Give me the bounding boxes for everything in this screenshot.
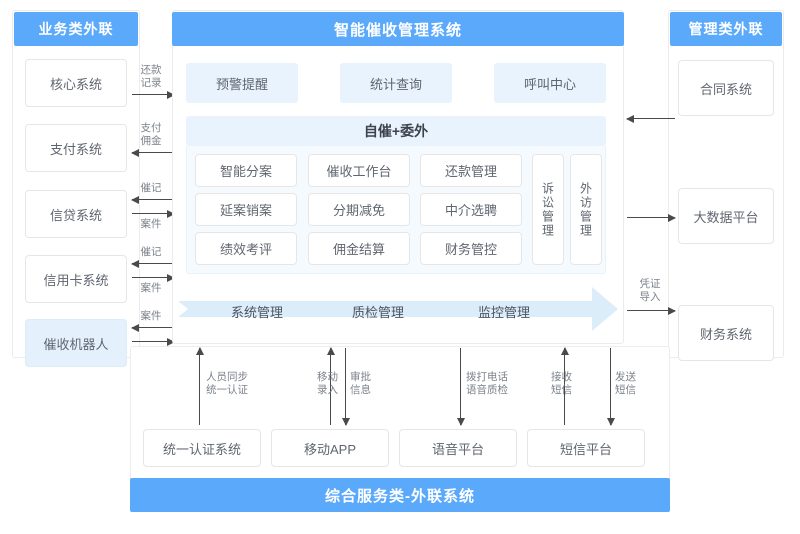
- center-chip-alert-reminder[interactable]: 预警提醒: [186, 63, 298, 103]
- left-flow-label-case-2: 案件: [140, 282, 162, 294]
- left-item-collection-robot[interactable]: 催收机器人: [25, 319, 127, 367]
- center-module-repayment-management[interactable]: 还款管理: [420, 154, 522, 187]
- bottom-flow-label-receive-sms: 接收 短信: [551, 371, 572, 396]
- right-flow-arrow-contract: [626, 114, 675, 123]
- bottom-flow-arrow-mobile-entry: [326, 347, 335, 425]
- bottom-flow-arrow-approval-info: [341, 348, 350, 426]
- center-module-smart-allocation[interactable]: 智能分案: [195, 154, 297, 187]
- bottom-item-unified-auth-system[interactable]: 统一认证系统: [143, 429, 261, 467]
- right-flow-label-voucher-import: 凭证 导入: [639, 278, 661, 303]
- bottom-flow-arrow-call-quality: [456, 348, 465, 426]
- left-flow-arrow-dun-record-1: [131, 195, 174, 204]
- center-module-collection-workbench[interactable]: 催收工作台: [308, 154, 410, 187]
- center-module-agency-recruitment[interactable]: 中介选聘: [420, 193, 522, 226]
- center-module-commission-settlement[interactable]: 佣金结算: [308, 232, 410, 265]
- center-module-performance-review[interactable]: 绩效考评: [195, 232, 297, 265]
- bottom-flow-arrow-receive-sms: [560, 347, 569, 425]
- left-item-payment-system[interactable]: 支付系统: [25, 124, 127, 172]
- left-item-core-system[interactable]: 核心系统: [25, 59, 127, 107]
- center-chevron-label-system-management: 系统管理: [231, 305, 284, 320]
- left-flow-label-dun-record-1: 催记: [140, 182, 162, 194]
- center-header: 智能催收管理系统: [172, 12, 624, 46]
- bottom-flow-label-mobile-entry: 移动 录入: [317, 371, 338, 396]
- center-chevron-label-quality-management: 质检管理: [352, 305, 405, 320]
- left-flow-arrow-payment-commission: [131, 148, 174, 157]
- right-flow-arrow-bigdata: [627, 213, 676, 222]
- right-item-contract-system[interactable]: 合同系统: [678, 60, 774, 116]
- left-flow-arrow-repayment-record: [132, 90, 175, 99]
- bottom-flow-label-send-sms: 发送 短信: [615, 371, 636, 396]
- left-flow-label-dun-record-2: 催记: [140, 246, 162, 258]
- left-flow-arrow-case-3: [131, 323, 174, 332]
- center-chevron-label-monitor-management: 监控管理: [478, 305, 531, 320]
- right-flow-arrow-voucher-import: [627, 306, 676, 315]
- center-chip-statistics-query[interactable]: 统计查询: [340, 63, 452, 103]
- left-flow-arrow-dun-record-2: [131, 259, 174, 268]
- center-module-financial-control[interactable]: 财务管控: [420, 232, 522, 265]
- center-module-litigation-management[interactable]: 诉讼管理: [532, 154, 564, 265]
- bottom-item-sms-platform[interactable]: 短信平台: [527, 429, 645, 467]
- left-column-header: 业务类外联: [14, 12, 138, 46]
- bottom-flow-arrow-send-sms: [606, 348, 615, 426]
- center-module-installment-reduction[interactable]: 分期减免: [308, 193, 410, 226]
- bottom-flow-arrow-staff-sync: [195, 347, 204, 425]
- center-module-case-delay-closure[interactable]: 延案销案: [195, 193, 297, 226]
- right-item-bigdata-platform[interactable]: 大数据平台: [678, 188, 774, 244]
- bottom-flow-label-call-quality: 拨打电话 语音质检: [466, 371, 508, 396]
- left-item-credit-system[interactable]: 信贷系统: [25, 190, 127, 238]
- bottom-flow-label-staff-sync: 人员同步 统一认证: [206, 371, 248, 396]
- left-flow-label-case-3: 案件: [140, 310, 162, 322]
- center-band-title: 自催+委外: [186, 116, 606, 146]
- left-flow-arrow-case-2: [132, 273, 175, 282]
- left-item-credit-card-system[interactable]: 信用卡系统: [25, 255, 127, 303]
- bottom-flow-label-approval-info: 审批 信息: [350, 371, 371, 396]
- right-item-finance-system[interactable]: 财务系统: [678, 305, 774, 361]
- right-column-header: 管理类外联: [670, 12, 782, 46]
- bottom-item-mobile-app[interactable]: 移动APP: [271, 429, 389, 467]
- bottom-footer: 综合服务类-外联系统: [130, 478, 670, 512]
- left-flow-label-payment-commission: 支付 佣金: [140, 122, 162, 147]
- bottom-item-voice-platform[interactable]: 语音平台: [399, 429, 517, 467]
- left-flow-arrow-case-1: [132, 209, 175, 218]
- center-module-field-visit-management[interactable]: 外访管理: [570, 154, 602, 265]
- left-flow-label-case-1: 案件: [140, 218, 162, 230]
- left-flow-arrow-dun-record-3: [132, 337, 175, 346]
- left-flow-label-repayment-record: 还款 记录: [140, 64, 162, 89]
- center-chip-call-center[interactable]: 呼叫中心: [494, 63, 606, 103]
